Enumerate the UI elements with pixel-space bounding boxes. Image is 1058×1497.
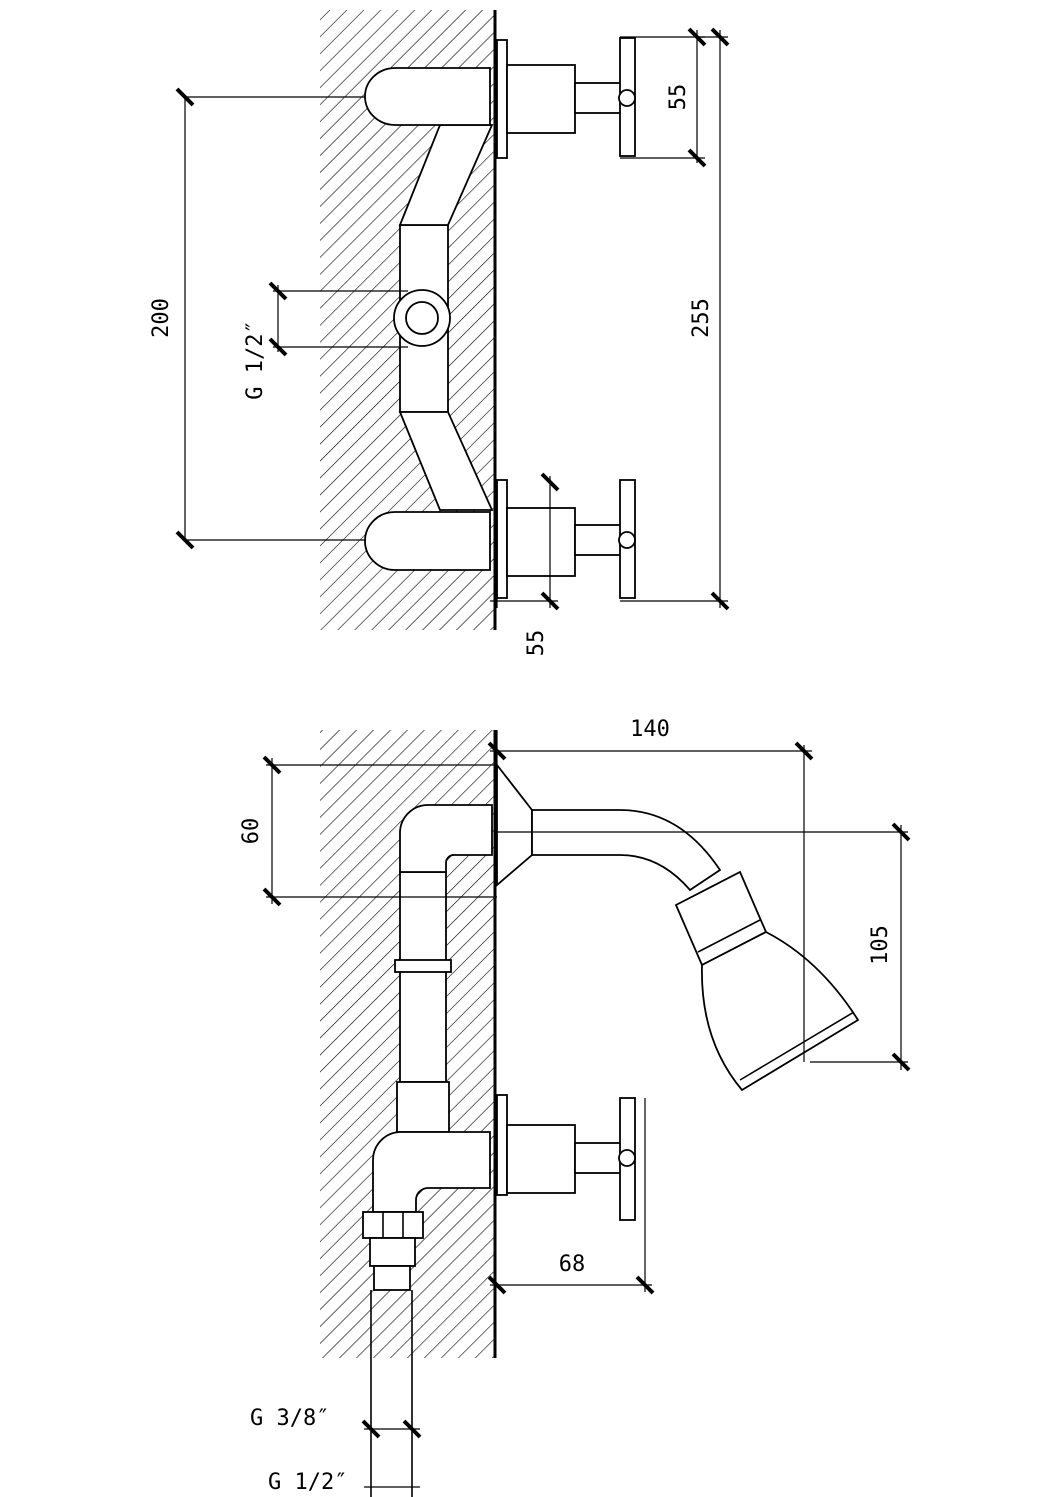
top-view: 200 G 1/2″ 55 255 [149, 10, 730, 657]
dimension-55-depth: 55 [490, 472, 560, 657]
dim-label-55-bottom: 55 [524, 630, 549, 657]
lower-valve-handle [496, 479, 636, 599]
shower-arm-and-head [496, 762, 860, 1092]
dimension-200: 200 [149, 87, 365, 550]
dim-label-g38: G 3/8″ [250, 1406, 329, 1431]
dim-label-255: 255 [689, 298, 714, 338]
mixer-body-top [364, 67, 494, 571]
dim-label-68: 68 [559, 1252, 586, 1277]
dimension-68: 68 [487, 1098, 655, 1295]
dim-label-60: 60 [239, 818, 264, 845]
dimension-105: 105 [497, 822, 911, 1072]
dim-label-105: 105 [868, 925, 893, 965]
dim-label-g12-top: G 1/2″ [243, 320, 268, 399]
supply-pipe [362, 804, 493, 1497]
side-valve-handle [496, 1094, 636, 1221]
dimension-g38: G 3/8″ [250, 1406, 422, 1439]
dimension-60: 60 [239, 755, 497, 907]
dim-label-g12-bottom-text: G 1/2″ [268, 1470, 348, 1495]
bottom-view: 140 60 105 68 [239, 717, 911, 1497]
upper-valve-handle [496, 37, 636, 159]
g12-bottom-label-wrap: G 1/2″ [262, 1460, 402, 1495]
dimension-inlet-top: G 1/2″ [243, 281, 408, 400]
hex-nut [362, 1211, 424, 1239]
dimension-255: 255 [620, 27, 730, 611]
dimension-140: 140 [487, 717, 814, 1062]
dim-label-200: 200 [149, 298, 174, 338]
dim-label-55-top: 55 [666, 84, 691, 111]
dim-label-140: 140 [630, 717, 670, 742]
